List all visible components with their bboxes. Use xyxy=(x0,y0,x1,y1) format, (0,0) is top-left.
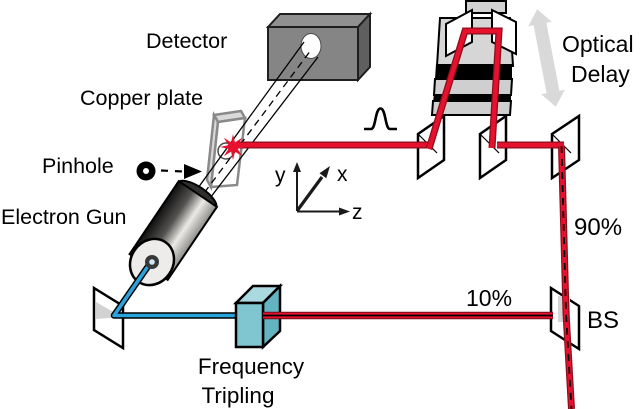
z-axis-label: z xyxy=(352,201,363,224)
delay-beam-core xyxy=(426,28,502,150)
pinhole-pointer-arrowhead-icon xyxy=(184,164,202,179)
pinhole-label: Pinhole xyxy=(42,154,114,178)
optical-delay-label-line2: Delay xyxy=(571,61,630,87)
copper-plate-label: Copper plate xyxy=(80,86,203,110)
retroreflector-mirror-left xyxy=(445,8,473,58)
split-10-label: 10% xyxy=(466,285,512,311)
steering-mirror xyxy=(92,285,125,351)
x-axis-label: x xyxy=(337,163,348,186)
pinhole-group xyxy=(136,161,202,181)
coordinate-axes xyxy=(293,162,350,216)
z-axis-arrowhead-icon xyxy=(339,207,350,216)
impact-starburst-icon xyxy=(220,134,246,160)
detector-label: Detector xyxy=(146,29,227,53)
y-axis-arrowhead-icon xyxy=(293,162,301,172)
crystal-front-face xyxy=(234,301,265,349)
laser-beams xyxy=(236,27,575,409)
electron-gun-label: Electron Gun xyxy=(1,205,126,229)
laser-pulse-icon xyxy=(364,107,397,131)
frequency-tripling-crystal xyxy=(232,282,284,350)
x-axis xyxy=(295,176,324,212)
pinhole-icon-hole xyxy=(143,168,149,174)
uv-beam xyxy=(110,260,238,319)
pinhole-pointer-dash xyxy=(160,169,185,173)
delay-translation-arrow-icon xyxy=(528,9,565,107)
frequency-tripling-label-line1: Frequency xyxy=(198,354,305,379)
optical-delay-label-line1: Optical xyxy=(562,31,634,57)
detector-top-face xyxy=(265,13,373,28)
delay-stage-black-band xyxy=(435,64,512,79)
x-axis-arrowhead-icon xyxy=(319,166,330,179)
detector-entrance-hole xyxy=(300,33,322,59)
beam-90-dashed-axis xyxy=(560,145,573,409)
frequency-tripling-label-line2: Tripling xyxy=(202,383,275,408)
split-90-label: 90% xyxy=(574,214,622,241)
detector-side-face xyxy=(357,11,371,83)
electron-beam-axis-dashed xyxy=(153,49,312,261)
electron-gun-aperture-center xyxy=(149,259,155,265)
electron-gun-shape xyxy=(128,179,219,287)
delay-stage-top-block xyxy=(465,0,507,14)
y-axis-label: y xyxy=(275,164,286,187)
beamsplitter-label: BS xyxy=(587,307,619,334)
uv-beam-core xyxy=(112,260,238,318)
